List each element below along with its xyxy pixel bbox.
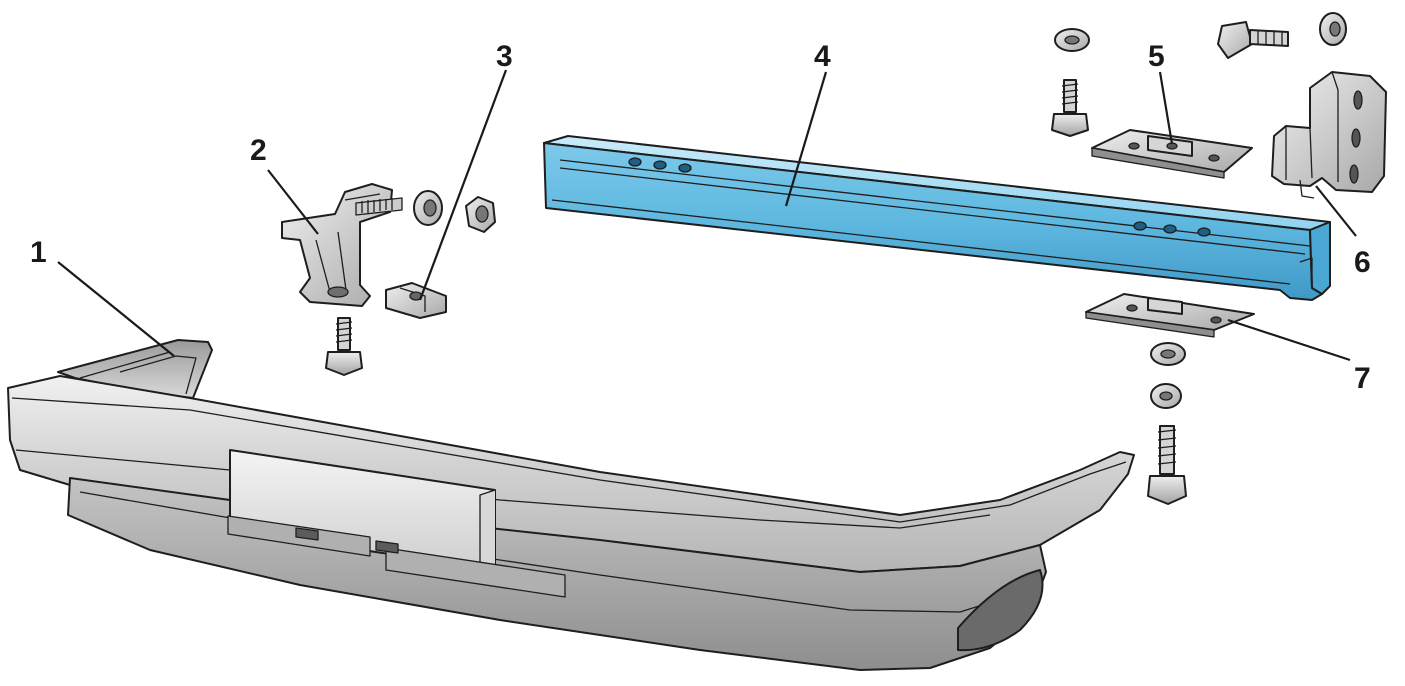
leader-3	[418, 69, 508, 301]
reinforcement-beam	[543, 135, 1331, 301]
lower-plate-bolt	[1147, 425, 1187, 505]
callout-2: 2	[250, 134, 267, 167]
lower-plate-washer-2	[1150, 383, 1182, 409]
leader-1	[57, 261, 175, 357]
leader-4	[784, 71, 828, 207]
callout-6: 6	[1354, 246, 1371, 279]
left-mounting-bracket	[281, 183, 403, 307]
callout-3: 3	[496, 40, 513, 73]
callout-5: 5	[1148, 40, 1165, 73]
bumper	[7, 339, 1135, 671]
leader-lines	[57, 69, 1357, 362]
callout-4: 4	[814, 40, 831, 73]
callout-labels: 1 2 3 4 5 6 7	[30, 40, 1371, 395]
upper-mounting-plate	[1091, 129, 1253, 179]
side-bracket-bolt	[1217, 21, 1289, 59]
callout-1: 1	[30, 236, 47, 269]
leader-6	[1315, 185, 1357, 237]
right-side-bracket	[1271, 71, 1387, 199]
lower-plate-washer-1	[1150, 342, 1186, 366]
bracket-nut	[465, 196, 496, 233]
leader-5	[1158, 71, 1174, 145]
side-bracket-washer	[1319, 12, 1347, 46]
lower-mounting-plate	[1085, 293, 1255, 338]
upper-plate-washer	[1054, 28, 1090, 52]
upper-plate-bolt	[1051, 79, 1089, 137]
callout-7: 7	[1354, 362, 1371, 395]
bracket-bolt	[325, 317, 363, 376]
leader-2	[267, 169, 319, 235]
leader-7	[1227, 318, 1351, 362]
bracket-washer	[413, 190, 443, 226]
clip-nut	[385, 282, 447, 319]
